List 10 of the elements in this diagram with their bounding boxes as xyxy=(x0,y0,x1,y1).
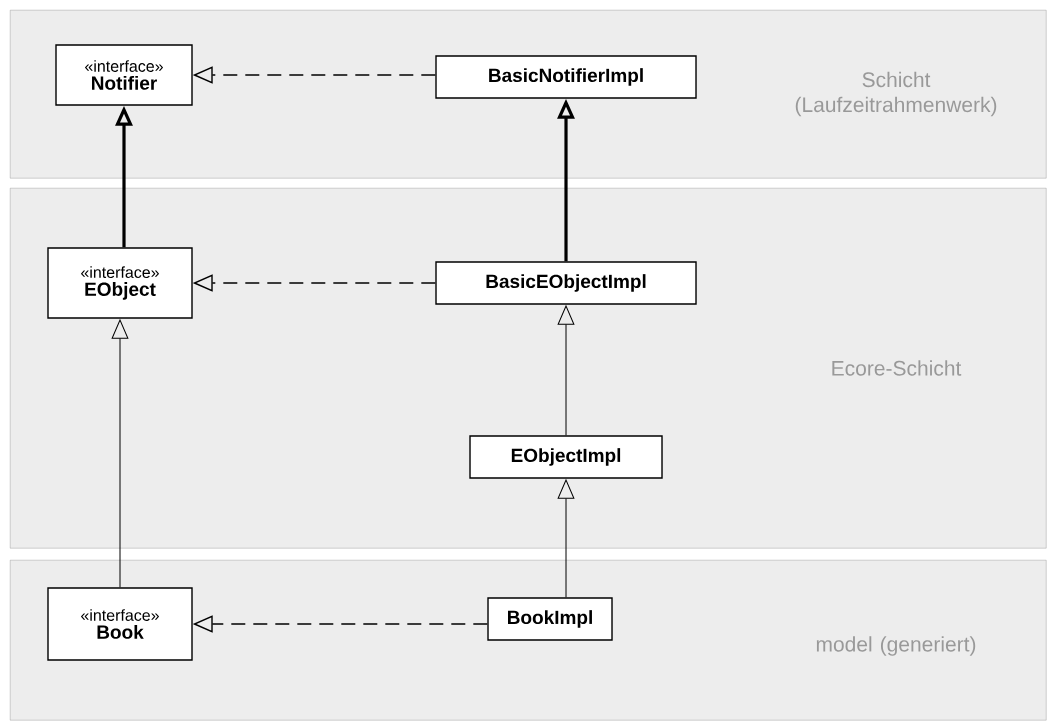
class-box: BookImpl xyxy=(487,597,613,641)
class-box: «interface» Notifier xyxy=(55,44,193,106)
class-box: «interface» EObject xyxy=(47,247,193,319)
class-box: BasicEObjectImpl xyxy=(435,261,697,305)
arrow xyxy=(557,479,575,598)
class-box: BasicNotifierImpl xyxy=(435,55,697,99)
class-box: «interface» Book xyxy=(47,587,193,661)
arrow xyxy=(111,319,129,588)
arrow xyxy=(557,305,575,436)
class-box: EObjectImpl xyxy=(469,435,663,479)
